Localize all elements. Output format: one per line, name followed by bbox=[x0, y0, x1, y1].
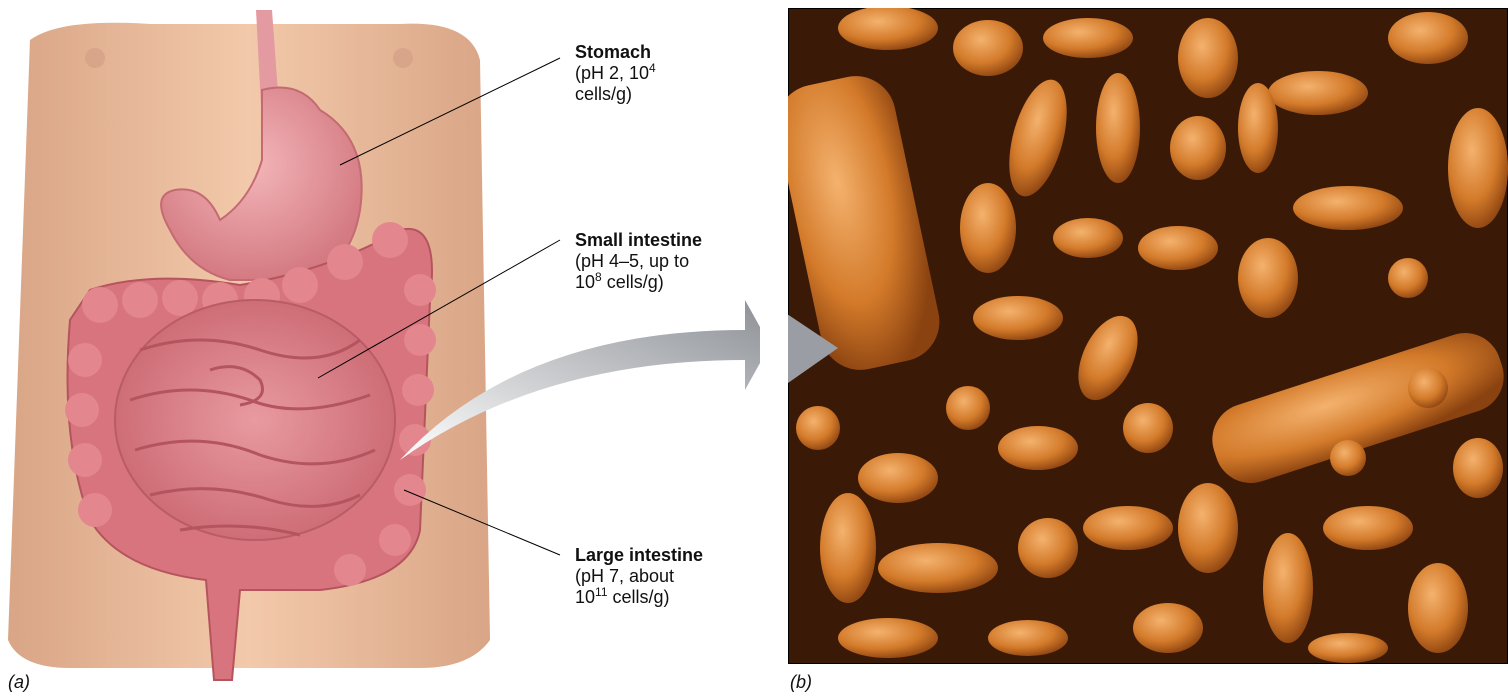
small-intestine-label: Small intestine (pH 4–5, up to 108 cells… bbox=[575, 230, 702, 293]
large-intestine-unit: cells/g) bbox=[608, 587, 670, 607]
large-intestine-ph-text: (pH 7, about bbox=[575, 566, 703, 587]
stomach-label: Stomach (pH 2, 104 cells/g) bbox=[575, 42, 656, 105]
large-intestine-label: Large intestine (pH 7, about 1011 cells/… bbox=[575, 545, 703, 608]
micrograph-panel bbox=[788, 8, 1508, 664]
large-intestine-cells: 1011 cells/g) bbox=[575, 587, 703, 608]
bacteria-micrograph bbox=[788, 8, 1508, 664]
stomach-exponent: 4 bbox=[649, 61, 656, 75]
left-nipple-shape bbox=[85, 48, 105, 68]
small-intestine-unit: cells/g) bbox=[602, 272, 664, 292]
stomach-ph-text: (pH 2, 10 bbox=[575, 63, 649, 83]
small-intestine-base: 10 bbox=[575, 272, 595, 292]
stomach-label-detail: (pH 2, 104 bbox=[575, 63, 656, 84]
stomach-label-cells: cells/g) bbox=[575, 84, 656, 105]
panel-a-letter: (a) bbox=[8, 672, 30, 693]
large-intestine-exponent: 11 bbox=[595, 585, 607, 599]
panel-b-letter: (b) bbox=[790, 672, 812, 693]
small-intestine-shape bbox=[115, 300, 395, 540]
small-intestine-ph-text: (pH 4–5, up to bbox=[575, 251, 702, 272]
abdomen-illustration-panel: Stomach (pH 2, 104 cells/g) Small intest… bbox=[0, 0, 760, 698]
large-intestine-label-name: Large intestine bbox=[575, 545, 703, 566]
small-intestine-exponent: 8 bbox=[595, 270, 602, 284]
small-intestine-cells: 108 cells/g) bbox=[575, 272, 702, 293]
small-intestine-label-name: Small intestine bbox=[575, 230, 702, 251]
stomach-label-name: Stomach bbox=[575, 42, 656, 63]
right-nipple-shape bbox=[393, 48, 413, 68]
large-intestine-base: 10 bbox=[575, 587, 595, 607]
